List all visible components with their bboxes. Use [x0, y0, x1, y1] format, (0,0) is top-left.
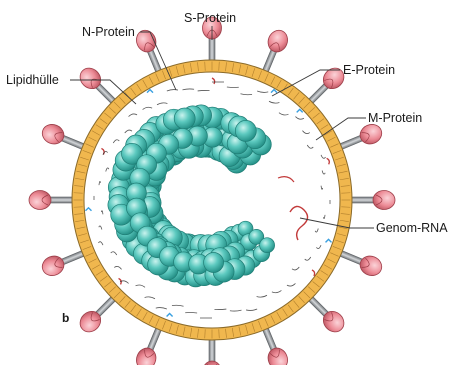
rna-strand	[302, 131, 309, 134]
rna-strand	[182, 89, 194, 90]
spike-head	[39, 253, 67, 279]
e-protein-mark	[326, 239, 332, 242]
nucleocapsid-bead-icon	[174, 108, 195, 129]
nucleocapsid-bead-icon	[235, 120, 256, 141]
e-protein-label: E-Protein	[343, 63, 395, 77]
spike-head	[133, 27, 159, 55]
rna-strand	[156, 308, 167, 309]
e-protein-mark	[147, 90, 153, 93]
rna-strand	[143, 107, 153, 109]
rna-strand	[257, 91, 268, 92]
rna-strand	[287, 283, 295, 286]
rna-strand	[240, 94, 252, 95]
s-protein-label: S-Protein	[184, 11, 236, 25]
rna-strand	[292, 267, 299, 270]
rna-strand	[279, 113, 289, 115]
spike-stalk	[350, 197, 376, 203]
e-protein-mark	[297, 109, 303, 112]
m-protein-mark	[212, 78, 215, 84]
spike-head	[373, 191, 395, 210]
n-protein-label: N-Protein	[82, 25, 135, 39]
rna-strand	[113, 140, 119, 143]
rna-strand	[295, 117, 303, 120]
spike-protein-icon	[29, 191, 74, 210]
rna-strand	[305, 257, 311, 260]
nucleocapsid-bead-icon	[204, 253, 224, 273]
spike-stalk	[209, 338, 215, 364]
rna-strand	[145, 297, 155, 299]
rna-strand	[269, 101, 279, 103]
spike-head	[133, 345, 159, 365]
rna-strand	[106, 168, 109, 172]
spike-head	[357, 253, 385, 279]
lipid-envelope-label: Lipidhülle	[6, 73, 59, 87]
genom-rna-strand	[290, 206, 308, 240]
rna-strand	[321, 186, 323, 190]
rna-strand	[322, 170, 325, 174]
panel-letter: b	[62, 311, 69, 325]
rna-strand	[257, 295, 267, 297]
rna-strand	[323, 215, 325, 219]
e-protein-mark	[167, 314, 173, 317]
m-protein-mark	[312, 270, 315, 276]
rna-strand	[114, 266, 121, 269]
nucleocapsid	[108, 105, 275, 287]
rna-strand	[172, 305, 184, 306]
rna-strand	[125, 130, 132, 133]
rna-strand	[99, 226, 102, 230]
spike-head	[265, 345, 291, 365]
rna-strand	[321, 155, 326, 158]
m-protein-label: M-Protein	[368, 111, 422, 125]
rna-strand	[315, 228, 318, 232]
genom-rna-strand	[278, 177, 294, 182]
rna-strand	[98, 242, 103, 245]
e-protein-mark	[85, 208, 91, 211]
nucleocapsid-bead-icon	[260, 238, 275, 253]
rna-strand	[99, 181, 101, 185]
spike-stalk	[48, 197, 74, 203]
spike-head	[203, 361, 222, 365]
rna-strand	[111, 252, 117, 255]
spike-protein-icon	[350, 191, 395, 210]
spike-head	[265, 27, 291, 55]
rna-strand	[246, 309, 257, 310]
rna-strand	[101, 211, 103, 215]
spike-head	[29, 191, 51, 210]
spike-head	[357, 121, 385, 147]
rna-strand	[136, 285, 146, 287]
rna-strand	[272, 290, 282, 292]
rna-strand	[157, 103, 167, 105]
rna-strand	[307, 145, 313, 148]
spike-head	[39, 121, 67, 147]
e-protein-mark	[271, 90, 277, 93]
rna-strand	[230, 310, 242, 311]
rna-strand	[129, 114, 137, 117]
rna-strand	[316, 245, 321, 248]
genom-rna-label: Genom-RNA	[376, 221, 448, 235]
m-protein-mark	[327, 158, 330, 164]
spike-protein-icon	[203, 338, 222, 365]
